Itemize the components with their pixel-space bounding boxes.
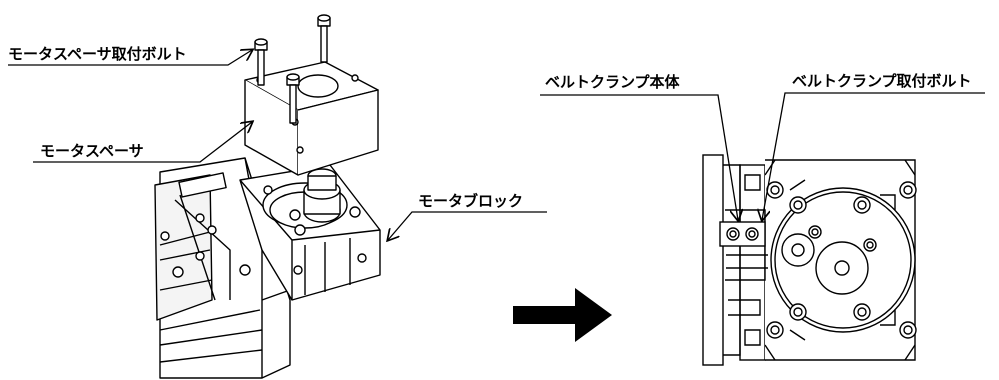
leaders-left: [8, 50, 547, 240]
left-assembly: [154, 14, 381, 379]
side-plate: [702, 154, 724, 366]
right-assembly: [702, 154, 917, 366]
label-spacer: モータスペーサ: [40, 142, 144, 160]
right-arrow-icon: [513, 288, 612, 342]
leaders-right: [540, 92, 985, 220]
label-clamp-bolt: ベルトクランプ取付ボルト: [792, 72, 972, 90]
motor-block: [239, 164, 381, 301]
label-motor-block: モータブロック: [418, 192, 524, 210]
label-spacer-bolt: モータスペーサ取付ボルト: [8, 45, 187, 63]
label-clamp-body: ベルトクランプ本体: [545, 73, 680, 91]
spacer-bolts: [254, 14, 331, 124]
motor-spacer: [244, 61, 379, 176]
stage-base: [154, 157, 291, 379]
